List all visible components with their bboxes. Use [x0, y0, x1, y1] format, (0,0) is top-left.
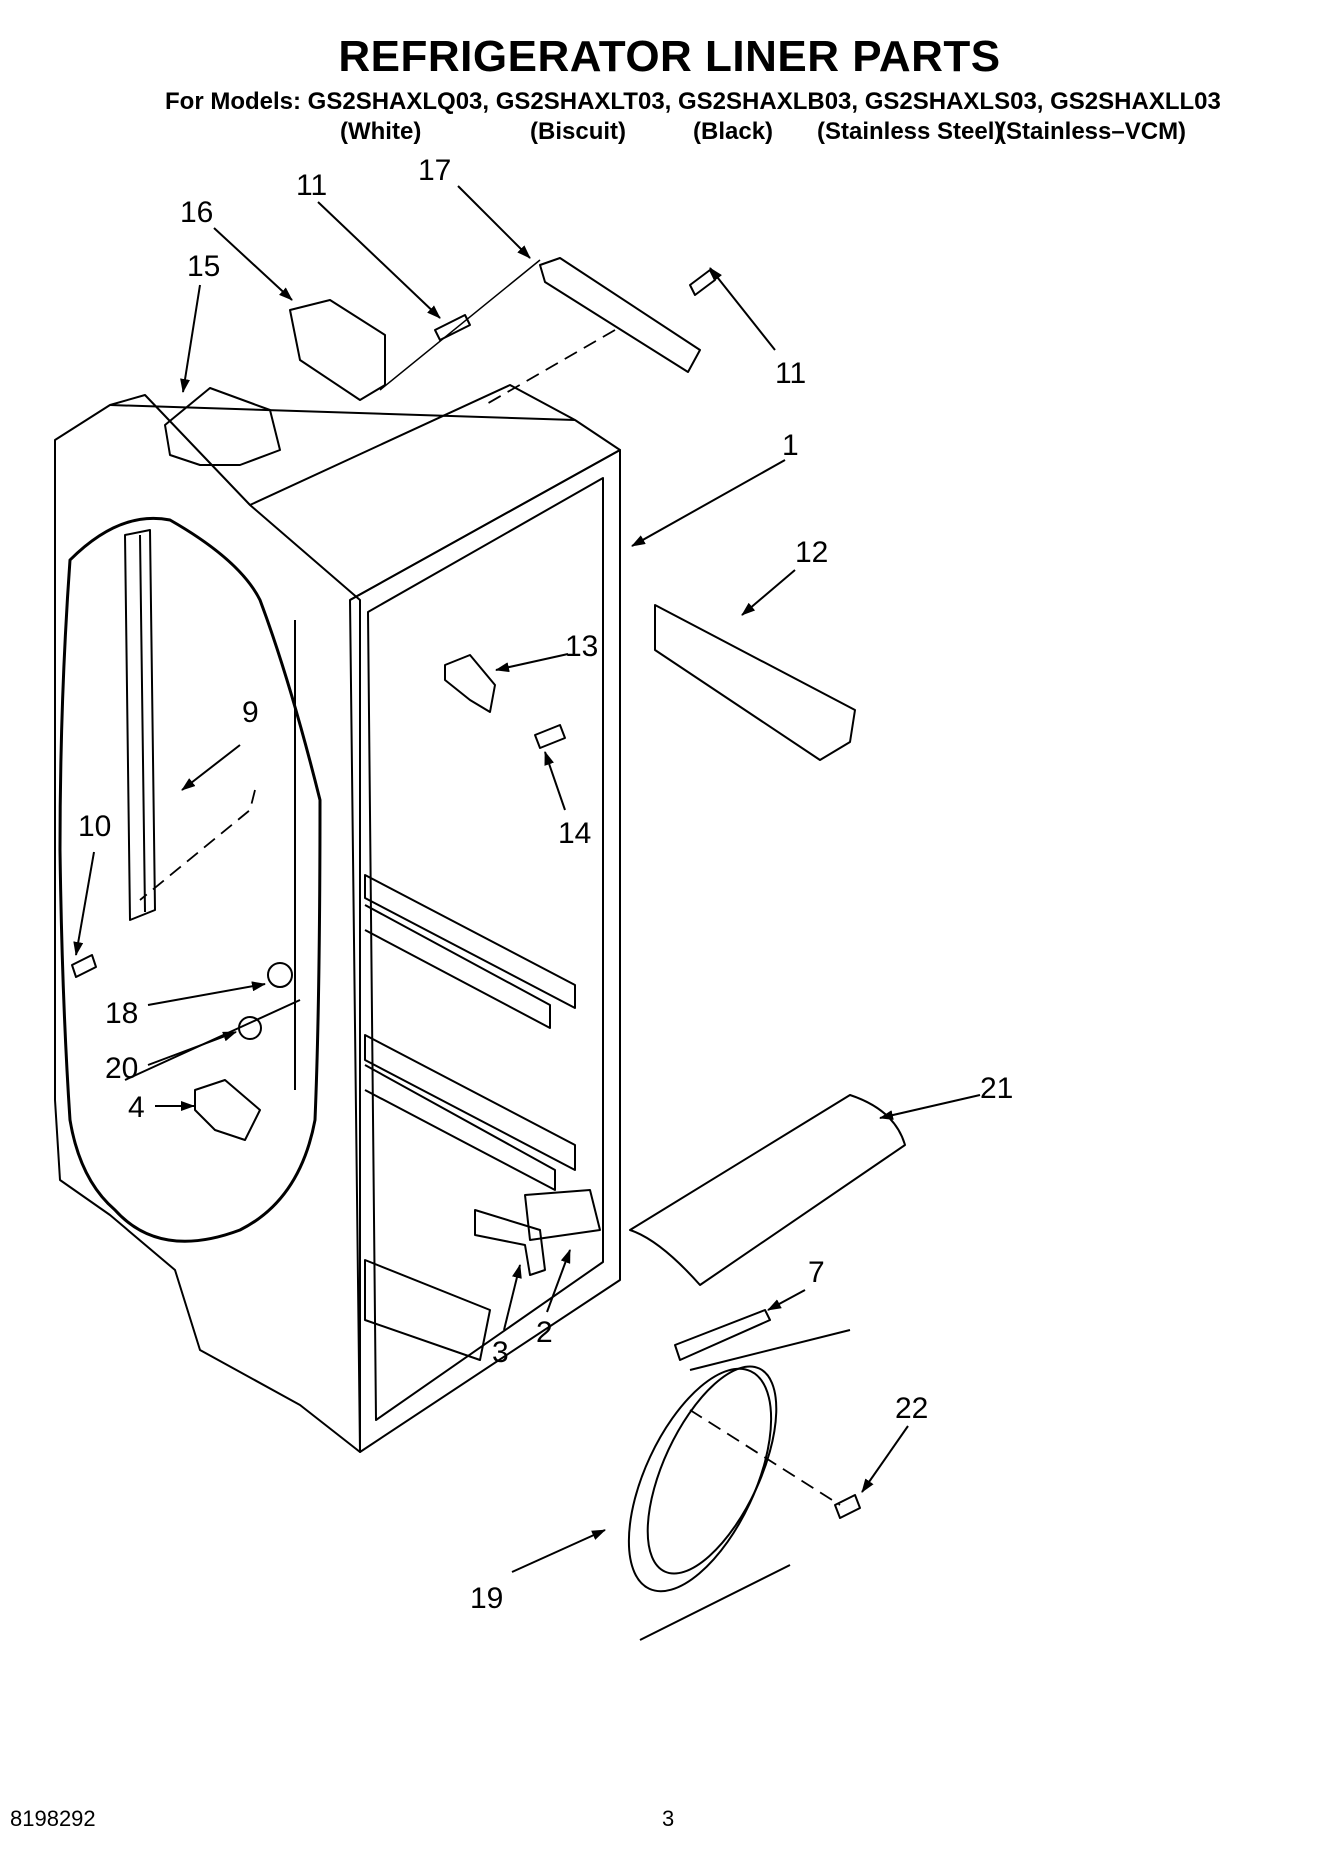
leader-2 [546, 1249, 571, 1313]
leader-3 [503, 1264, 522, 1331]
leader-12 [741, 569, 796, 616]
leader-10 [73, 851, 95, 956]
control-box-15 [164, 387, 281, 466]
callout-12: 12 [795, 536, 828, 569]
callout-1: 1 [782, 429, 799, 462]
shelf-ladder-9 [124, 529, 156, 921]
callout-16: 16 [180, 196, 213, 229]
leader-17 [457, 185, 531, 259]
finish-black: (Black) [693, 118, 774, 145]
callout-13: 13 [565, 630, 598, 663]
rail-17 [539, 257, 701, 373]
shelf-rail-lower [364, 1034, 576, 1191]
callout-18: 18 [105, 997, 138, 1030]
bracket-12 [654, 604, 856, 761]
leader-7 [767, 1289, 806, 1311]
callout-20: 20 [105, 1052, 138, 1085]
bulb-20 [238, 1016, 262, 1040]
callout-2: 2 [536, 1316, 553, 1349]
callout-21: 21 [980, 1072, 1013, 1105]
callout-11-top: 11 [296, 169, 327, 202]
callout-10: 10 [78, 810, 111, 843]
liner-inner-edge [58, 516, 322, 1243]
cover-21 [629, 1094, 906, 1286]
leader-22 [861, 1425, 909, 1493]
leader-11-top [317, 201, 441, 319]
leader-14 [544, 751, 566, 811]
callout-7: 7 [808, 1256, 825, 1289]
crisper-pan-opening [364, 1259, 491, 1361]
tubing-lead-19 [639, 1329, 851, 1641]
clip-3 [474, 1209, 546, 1276]
leader-9 [181, 744, 241, 791]
liner-front-frame-inner [367, 477, 604, 1421]
tubing-coil-19-b [646, 1365, 778, 1575]
shelf-rail-upper [364, 874, 576, 1029]
leader-20 [147, 1031, 237, 1066]
finish-biscuit: (Biscuit) [530, 118, 626, 145]
leader-19 [511, 1529, 606, 1573]
screw-22 [834, 1494, 861, 1519]
callout-4: 4 [128, 1091, 145, 1124]
models-line: For Models: GS2SHAXLQ03, GS2SHAXLT03, GS… [165, 88, 1221, 115]
bracket-13 [444, 654, 496, 713]
leader-18 [147, 981, 266, 1006]
screw-14 [534, 724, 566, 749]
finish-white: (White) [340, 118, 422, 145]
callout-9: 9 [242, 696, 259, 729]
cable-tie-7 [674, 1309, 771, 1361]
finish-stainless-steel: (Stainless Steel) [817, 118, 1003, 145]
finish-stainless-vcm: (Stainless–VCM) [998, 118, 1187, 145]
leader-21 [879, 1094, 981, 1120]
leader-1 [631, 459, 786, 547]
grille-4 [194, 1079, 261, 1141]
callout-14: 14 [558, 817, 591, 850]
page-number: 3 [662, 1806, 675, 1831]
leader-16 [213, 227, 293, 301]
screw-11-upper [434, 314, 471, 341]
housing-16 [289, 299, 386, 401]
callout-19: 19 [470, 1582, 503, 1615]
liner-front-frame [349, 449, 621, 1453]
leader-11-right [709, 267, 776, 351]
leader-15 [180, 284, 201, 393]
tubing-coil-19-a [627, 1367, 773, 1593]
leader-13 [495, 653, 569, 673]
screw-10 [71, 954, 97, 978]
socket-18 [267, 962, 293, 988]
callout-15: 15 [187, 250, 220, 283]
callout-17: 17 [418, 154, 451, 187]
liner-outer-shell [54, 394, 361, 1453]
screw-11-right [689, 269, 716, 296]
label-2 [524, 1189, 601, 1241]
callout-3: 3 [492, 1336, 509, 1369]
callout-11-right: 11 [775, 357, 806, 390]
callout-22: 22 [895, 1392, 928, 1425]
document-code: 8198292 [10, 1806, 96, 1831]
page-title: REFRIGERATOR LINER PARTS [338, 32, 1001, 81]
